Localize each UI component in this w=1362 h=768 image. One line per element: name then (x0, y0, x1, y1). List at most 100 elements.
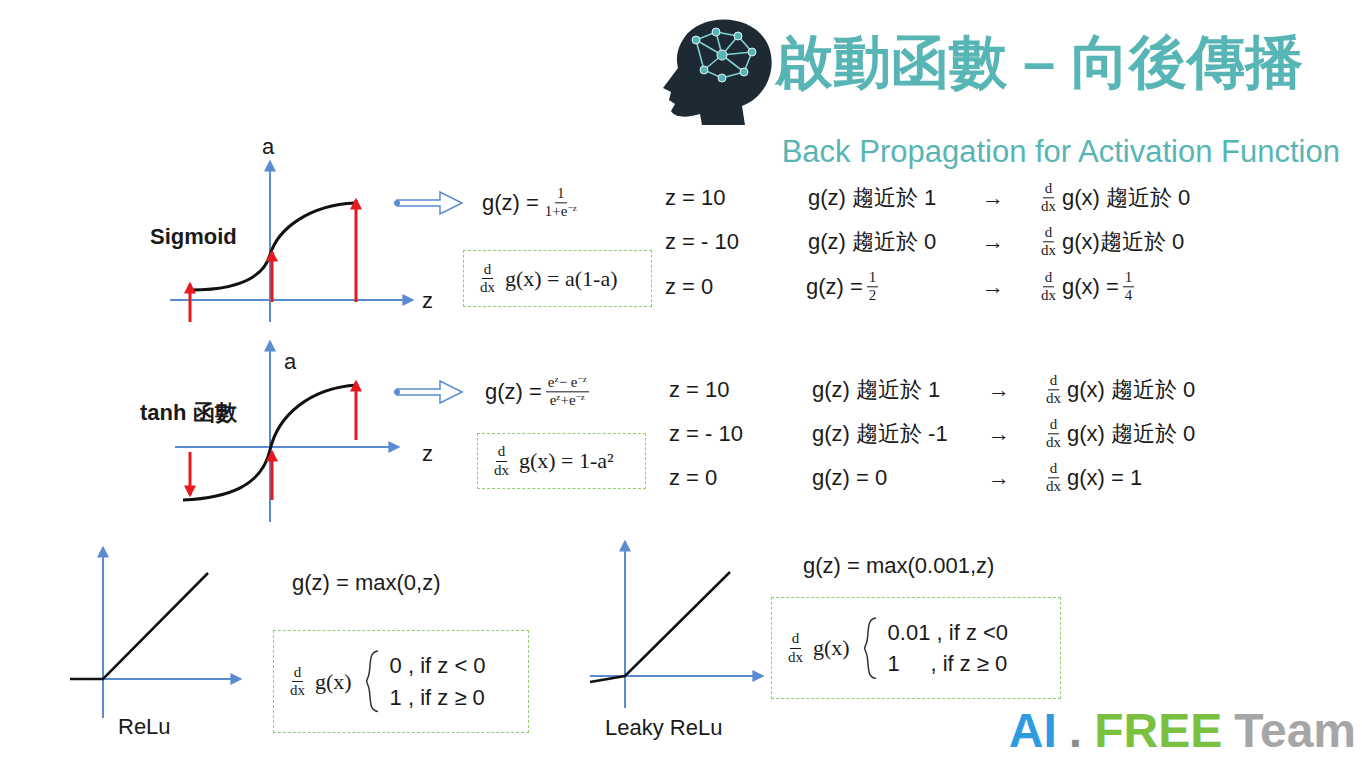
numerator: d (1043, 269, 1054, 287)
text-row: → (982, 229, 1004, 254)
text-label: 1 (557, 185, 564, 202)
denominator: dx (1044, 435, 1063, 452)
text-label: AI (1009, 703, 1057, 758)
numerator: d (790, 630, 801, 648)
network-dot (748, 48, 756, 56)
text-label: g(x) = 1-a² (519, 448, 614, 473)
head-silhouette (663, 20, 772, 125)
brain-nodes (692, 28, 756, 82)
superscript: −z (577, 374, 586, 385)
text-row: a (284, 349, 296, 374)
text-row: → (988, 377, 1010, 402)
text-label: − e (559, 374, 578, 391)
network-dot (717, 50, 727, 60)
text-label: dx (1046, 435, 1061, 452)
text-row: g(z) 趨近於 1 (812, 377, 940, 402)
fraction: ddx (1039, 224, 1058, 259)
denominator: dx (1039, 243, 1058, 260)
text-label: g(x) 趨近於 0 (1067, 421, 1195, 446)
axis (269, 162, 271, 322)
brain-network (696, 32, 752, 78)
fraction: ddx (492, 443, 511, 478)
text-label: g(x) 趨近於 0 (1062, 185, 1190, 210)
text-label: dx (480, 279, 495, 296)
text-row: z = - 10 (669, 421, 743, 446)
arrow-dot (394, 389, 400, 395)
text-row: z = - 10 (665, 229, 739, 254)
text-label: g(x)趨近於 0 (1062, 229, 1184, 254)
fraction: d dx (1044, 372, 1063, 407)
text-label: Sigmoid (150, 224, 237, 249)
brace (862, 617, 878, 680)
double-arrow (397, 192, 462, 214)
text-label: z (422, 441, 433, 466)
fraction: ddx (288, 664, 307, 699)
fraction: ez− e−zez+e−z (546, 374, 589, 409)
text-label: z = 10 (669, 377, 730, 402)
gradient-arrow (355, 200, 358, 302)
double-arrow (397, 381, 462, 403)
text-label: e (548, 374, 555, 391)
text-label: d (484, 261, 491, 278)
fraction: ddx (478, 261, 497, 296)
text-label: e (550, 393, 557, 410)
text-label: z = - 10 (665, 229, 739, 254)
text-label: g(z) = max(0.001,z) (803, 553, 994, 578)
superscript: z (556, 392, 560, 403)
text-label: 1 , if z ≥ 0 (390, 685, 486, 710)
text-row: ddxg(x) =14 (1035, 269, 1138, 304)
numerator: ez− e−z (546, 374, 589, 392)
text-label: dx (1046, 479, 1061, 496)
text-row: Back Propagation for Activation Function (782, 134, 1340, 170)
numerator: d (1043, 224, 1054, 242)
text-label: g(z) 趨近於 -1 (812, 421, 948, 446)
axis (102, 548, 104, 718)
text-label: dx (494, 462, 509, 479)
derivative-box: ddx g(x) = 1-a² (477, 433, 646, 489)
text-label: g(z) = (806, 274, 863, 299)
text-label: z = 0 (669, 465, 717, 490)
text-row: z = 10 (669, 377, 730, 402)
leaky-relu-line (590, 572, 730, 682)
numerator: d (1048, 372, 1059, 390)
numerator: 1 (867, 269, 878, 287)
text-label: → (982, 229, 1004, 254)
text-row: z = 10 (665, 185, 726, 210)
text-label: FREE (1094, 703, 1222, 758)
text-row: a (262, 134, 274, 159)
text-label: 1 (869, 269, 876, 286)
fraction: d dx (1044, 416, 1063, 451)
text-label: dx (1041, 199, 1056, 216)
text-label: g(z) = 0 (812, 465, 887, 490)
gradient-arrow (189, 452, 192, 495)
gradient-arrow (271, 252, 274, 302)
text-label: 1 (1125, 269, 1132, 286)
text-label: g(x) 趨近於 0 (1067, 377, 1195, 402)
text-label: d (1050, 372, 1057, 389)
text-row: z (422, 288, 433, 313)
text-row: g(z) = 0 (812, 465, 887, 490)
text-label: → (982, 274, 1004, 299)
text-label: g(z) = max(0,z) (292, 570, 441, 595)
text-label: dx (1046, 391, 1061, 408)
axis (269, 342, 271, 522)
denominator: 1+e−z (543, 204, 579, 221)
text-row: 啟動函數 – 向後傳播 (775, 29, 1304, 96)
brace-path (366, 651, 377, 712)
superscript: z (555, 374, 559, 385)
text-label: d (1050, 416, 1057, 433)
text-row: z (422, 441, 433, 466)
text-label: d (1045, 269, 1052, 286)
text-label: 2 (869, 288, 876, 305)
fraction: ddx (786, 630, 805, 665)
text-label: dx (1041, 243, 1056, 260)
text-row: ddxg(x) 趨近於 0 (1035, 180, 1190, 215)
fraction: 14 (1123, 269, 1134, 304)
text-label: → (982, 185, 1004, 210)
numerator: d (482, 261, 493, 279)
text-label: g(z) 趨近於 0 (808, 229, 936, 254)
denominator: dx (786, 649, 805, 666)
text-label: 4 (1125, 288, 1132, 305)
text-row: z = 0 (669, 465, 717, 490)
text-label: 0 , if z < 0 (390, 653, 486, 678)
